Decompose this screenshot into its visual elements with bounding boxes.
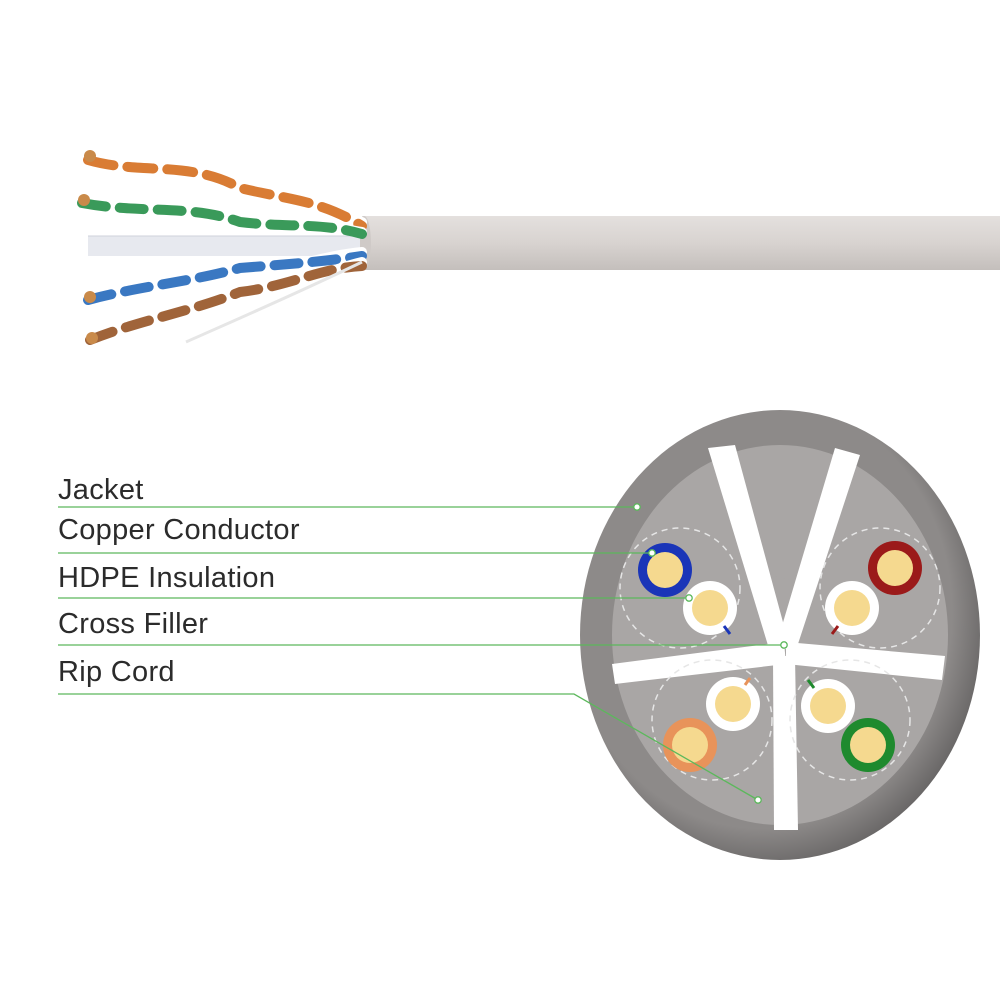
pair-boundaries xyxy=(619,527,941,781)
pair-red xyxy=(825,541,922,635)
cable-side-view xyxy=(77,149,1000,345)
cable-jacket-body xyxy=(362,216,1000,270)
leader-dots xyxy=(633,503,788,804)
label-cross-filler: Cross Filler xyxy=(58,608,209,640)
leader-lines xyxy=(58,506,784,801)
pair-green xyxy=(801,679,895,772)
cross-filler-strip xyxy=(88,236,360,256)
cable-cross-section xyxy=(580,410,980,860)
cross-filler-shape xyxy=(612,445,945,830)
pair-orange xyxy=(663,677,760,772)
leader-rip-cord xyxy=(58,693,759,801)
twisted-pair-blue xyxy=(83,247,367,305)
twisted-pair-orange xyxy=(83,149,367,231)
rip-cord-strand xyxy=(185,260,363,344)
label-copper-conductor: Copper Conductor xyxy=(58,514,300,546)
twisted-pair-brown xyxy=(85,257,367,345)
label-hdpe-insulation: HDPE Insulation xyxy=(58,562,276,594)
twisted-pair-green xyxy=(77,192,367,239)
label-rip-cord: Rip Cord xyxy=(58,656,175,688)
label-jacket: Jacket xyxy=(58,474,144,506)
